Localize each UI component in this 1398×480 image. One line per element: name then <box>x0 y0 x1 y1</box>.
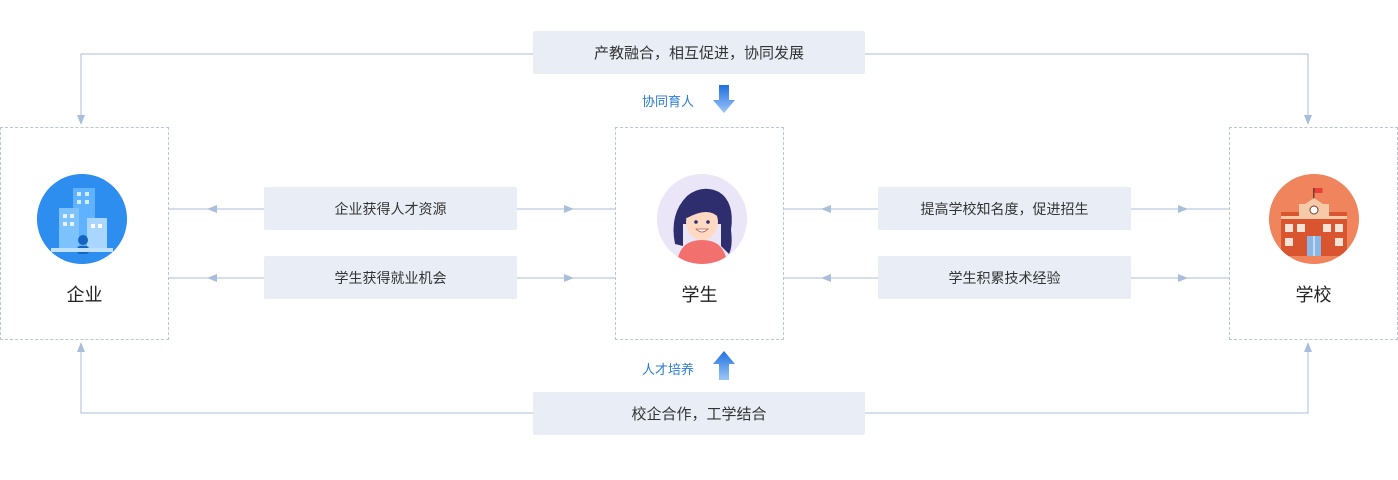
bottom-left-connector <box>77 342 533 414</box>
bottom-banner: 校企合作，工学结合 <box>533 392 865 435</box>
right-flow-text-1: 提高学校知名度，促进招生 <box>920 201 1089 218</box>
left-flow-pill-1: 企业获得人才资源 <box>264 187 517 230</box>
student-label: 学生 <box>681 285 718 306</box>
enterprise-building-icon <box>37 174 127 264</box>
left-flow-text-2: 学生获得就业机会 <box>334 270 447 287</box>
enterprise-label: 企业 <box>66 285 103 306</box>
top-right-connector <box>865 53 1312 125</box>
top-caption: 协同育人 <box>642 95 695 110</box>
bottom-banner-text: 校企合作，工学结合 <box>631 405 767 423</box>
student-node: 学生 <box>615 127 784 340</box>
down-arrow-icon <box>713 85 735 113</box>
up-arrow-icon <box>713 351 735 380</box>
top-banner-text: 产教融合，相互促进，协同发展 <box>593 44 804 62</box>
school-building-icon <box>1269 174 1359 264</box>
right-flow-pill-2: 学生积累技术经验 <box>878 256 1131 299</box>
top-left-connector <box>77 53 533 125</box>
top-banner: 产教融合，相互促进，协同发展 <box>533 31 865 74</box>
school-label: 学校 <box>1295 285 1332 306</box>
enterprise-node: 企业 <box>0 127 169 340</box>
student-avatar-icon <box>657 174 747 264</box>
right-flow-text-2: 学生积累技术经验 <box>948 270 1061 287</box>
left-flow-text-1: 企业获得人才资源 <box>334 201 447 218</box>
left-flow-pill-2: 学生获得就业机会 <box>264 256 517 299</box>
school-node: 学校 <box>1229 127 1398 340</box>
bottom-caption: 人才培养 <box>642 363 695 378</box>
right-flow-pill-1: 提高学校知名度，促进招生 <box>878 187 1131 230</box>
bottom-right-connector <box>865 342 1312 414</box>
